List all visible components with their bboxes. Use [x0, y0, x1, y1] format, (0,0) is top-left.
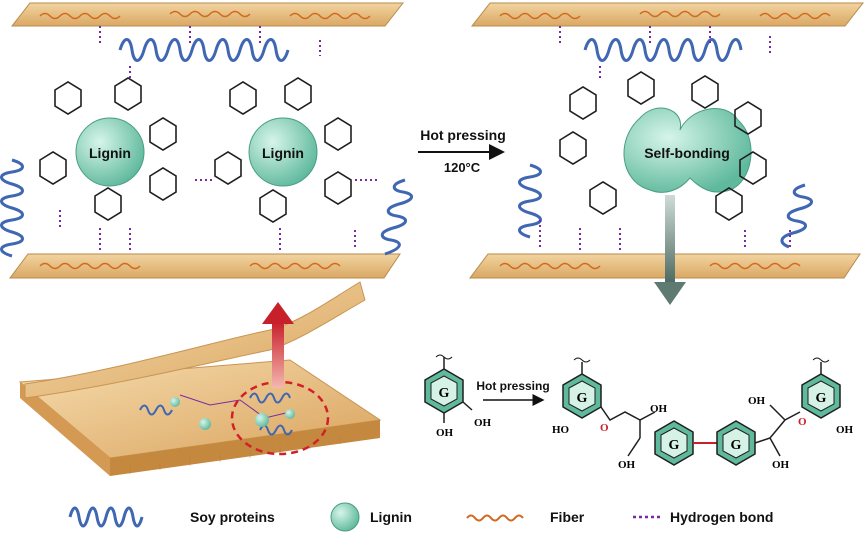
wood-plank-top — [10, 2, 405, 27]
legend-label-fiber: Fiber — [550, 509, 585, 525]
soy-protein-helix — [780, 183, 813, 249]
self-bonding-lignin — [623, 107, 752, 193]
legend-label-soy: Soy proteins — [190, 509, 275, 525]
legend-label-lignin: Lignin — [370, 509, 412, 525]
ho-label: HO — [552, 424, 570, 436]
fiber-chain — [249, 262, 341, 270]
legend-label-hbond: Hydrogen bond — [670, 509, 773, 525]
fiber-chain — [709, 262, 801, 270]
ring-label-g: G — [439, 386, 450, 401]
aromatic-ring-group — [559, 71, 767, 221]
ether-o-label: O — [600, 422, 609, 434]
hydrogen-bonds — [539, 26, 791, 250]
ring-label-g: G — [816, 391, 827, 406]
process-arrow: Hot pressing 120°C — [418, 127, 506, 175]
oh-label: OH — [836, 424, 854, 436]
ether-o-label: O — [798, 416, 807, 428]
fiber-chain — [39, 12, 121, 20]
left-panel: Lignin Lignin — [0, 2, 413, 279]
ring-label-g: G — [577, 391, 588, 406]
oh-label: OH — [650, 403, 668, 415]
oh-label: OH — [474, 417, 492, 429]
oh-label: OH — [436, 427, 454, 439]
ring-label-g: G — [669, 438, 680, 453]
soy-protein-helix — [118, 38, 290, 62]
oh-label: OH — [748, 395, 766, 407]
fiber-wave-icon — [466, 514, 524, 522]
aromatic-ring-group — [39, 77, 352, 223]
legend: Soy proteins Lignin Fiber Hydrogen bond — [68, 502, 773, 532]
right-panel: Self-bonding — [469, 2, 865, 279]
oh-label: OH — [772, 459, 790, 471]
plywood-board — [18, 281, 382, 476]
oh-label: OH — [618, 459, 636, 471]
lignin-sphere — [248, 117, 318, 187]
down-arrow — [654, 195, 686, 305]
lignin-sphere-icon — [330, 502, 360, 532]
reaction-arrow-label: Hot pressing — [476, 379, 549, 393]
hydrogen-bonds — [59, 26, 380, 250]
lignin-label: Lignin — [89, 145, 131, 161]
fiber-chain — [39, 262, 141, 270]
wood-plank-top — [470, 2, 865, 27]
fiber-chain — [639, 10, 721, 18]
fiber-chain — [759, 12, 831, 20]
hot-pressing-label: Hot pressing — [420, 127, 506, 143]
self-bonding-label: Self-bonding — [644, 145, 730, 161]
fiber-chain — [289, 12, 371, 20]
soy-protein-helix — [518, 163, 542, 239]
lignin-sphere — [75, 117, 145, 187]
adhesive-network — [139, 392, 295, 436]
fiber-chain — [499, 12, 581, 20]
ring-label-g: G — [731, 438, 742, 453]
temperature-label: 120°C — [444, 160, 481, 175]
reaction-scheme: G OH OH Hot pressing G HO O OH OH G G — [424, 354, 854, 471]
fiber-chain — [499, 262, 601, 270]
soy-protein-helix — [380, 178, 413, 256]
soy-protein-helix — [583, 38, 743, 62]
soy-protein-helix-icon — [68, 506, 144, 528]
soy-protein-helix — [0, 158, 24, 258]
lignin-label: Lignin — [262, 145, 304, 161]
fiber-chain — [169, 10, 251, 18]
wood-plank-bottom — [9, 253, 401, 279]
